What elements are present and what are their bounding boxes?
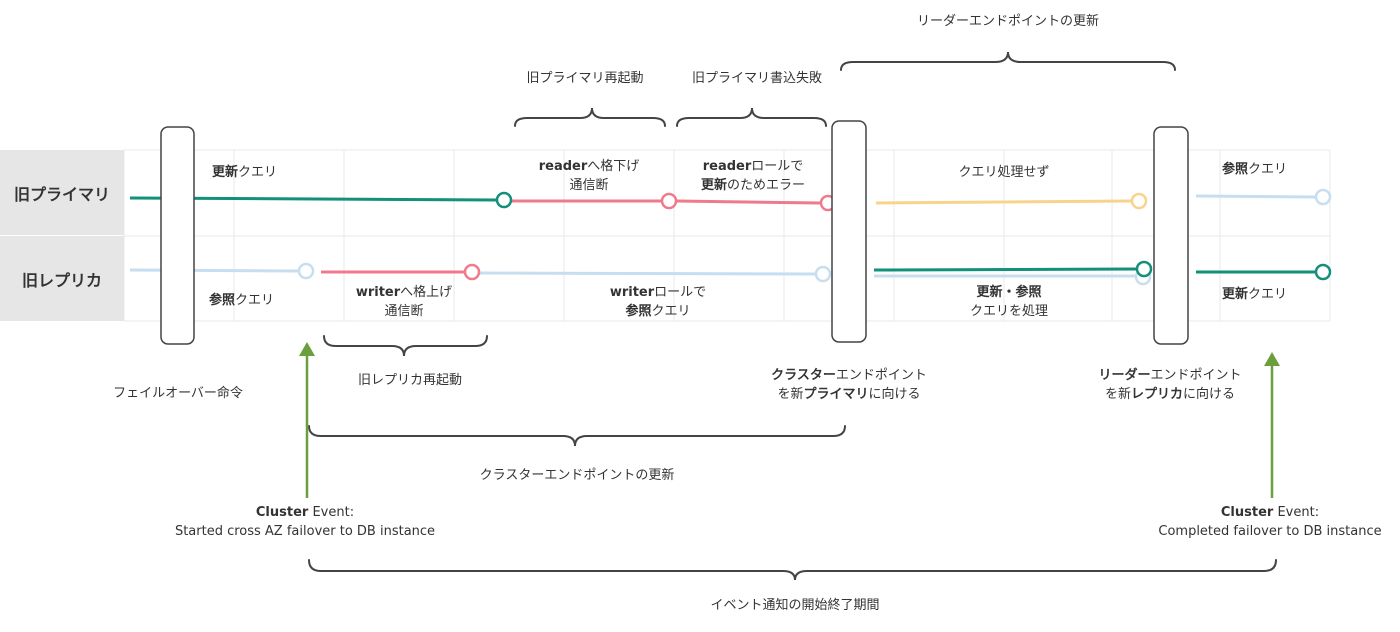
label-bold: Cluster (1220, 505, 1274, 520)
label-primary-update-query: 更新クエリ (212, 163, 277, 182)
replica-marker (1314, 263, 1332, 281)
label-event-started: Cluster Event: Started cross AZ failover … (175, 503, 435, 541)
label-text: ロールで (654, 285, 707, 300)
label-bold: 参照 (1222, 162, 1249, 177)
label-replica-read-query: 参照クエリ (209, 291, 274, 310)
label-text: へ格上げ (400, 285, 453, 300)
label-bold: 更新 (1222, 287, 1249, 302)
label-reader-endpoint-update: リーダーエンドポイントの更新 (916, 14, 1100, 29)
replica-marker (297, 262, 315, 280)
label-bold: プライマリ (803, 387, 869, 402)
brace-cluster-endpoint-update (308, 425, 846, 447)
label-bold: クラスター (771, 368, 836, 383)
primary-marker (1130, 192, 1148, 210)
label-primary-read-query: 参照クエリ (1222, 160, 1287, 179)
label-bold: リーダー (1098, 368, 1151, 383)
replica-read-line (129, 268, 299, 273)
label-cluster-endpoint-update: クラスターエンドポイントの更新 (479, 468, 675, 483)
label-bold: reader (538, 159, 588, 174)
label-no-query-processing: クエリ処理せず (958, 165, 1050, 180)
replica-row-lines (129, 267, 1315, 278)
label-writer-promote: writerへ格上げ通信断 (356, 283, 452, 321)
label-bold: 参照 (625, 304, 652, 319)
label-old-primary-restart: 旧プライマリ再起動 (526, 71, 644, 86)
label-text: 通信断 (384, 304, 424, 319)
label-text: クエリ (651, 304, 691, 319)
label-reader-endpoint-to-replica: リーダーエンドポイントを新レプリカに向ける (1098, 366, 1241, 404)
label-bold: 参照 (209, 293, 236, 308)
label-update-read-processing: 更新・参照クエリを処理 (970, 283, 1048, 321)
event-bars (160, 120, 1189, 345)
label-text: を新 (777, 387, 804, 402)
label-bold: 更新 (212, 165, 239, 180)
label-bold: writer (355, 285, 401, 300)
replica-row-markers (297, 260, 1332, 286)
replica-marker (814, 265, 832, 283)
label-cluster-endpoint-to-primary: クラスターエンドポイントを新プライマリに向ける (771, 366, 927, 404)
label-reader-role-error: readerロールで更新のためエラー (701, 157, 805, 195)
label-text: のためエラー (727, 178, 806, 193)
label-text: ロールで (751, 159, 804, 174)
label-bold: writer (609, 285, 655, 300)
primary-marker (495, 191, 513, 209)
brace-event-period (308, 559, 1277, 581)
primary-read-line (1195, 194, 1316, 199)
brace-reader-endpoint-update (840, 51, 1176, 71)
primary-marker (1314, 188, 1332, 206)
label-text: に向ける (1183, 387, 1236, 402)
primary-idle-line (875, 199, 1132, 205)
label-text: Event: (1273, 505, 1320, 520)
primary-error-line (676, 199, 821, 205)
label-text: クエリ (1248, 162, 1288, 177)
label-reader-demote: readerへ格下げ通信断 (539, 157, 640, 195)
label-old-replica-restart: 旧レプリカ再起動 (357, 373, 463, 388)
replica-marker (1135, 260, 1153, 278)
replica-update-read-line (873, 267, 1137, 272)
reader-endpoint-bar (1153, 126, 1189, 345)
label-text: クエリ (238, 165, 278, 180)
braces (308, 51, 1277, 581)
label-text: へ格下げ (587, 159, 640, 174)
label-bold: 更新 (700, 178, 727, 193)
primary-marker (660, 192, 678, 210)
label-text: クエリを処理 (969, 304, 1049, 319)
label-text: を新 (1104, 387, 1131, 402)
cluster-endpoint-bar (831, 120, 867, 343)
label-bold: レプリカ (1130, 387, 1183, 402)
label-text: Started cross AZ failover to DB instance (174, 524, 436, 539)
label-writer-role-read: writerロールで参照クエリ (610, 283, 706, 321)
label-bold: 更新・参照 (976, 285, 1042, 300)
event-completed-arrowhead (1264, 352, 1280, 366)
primary-row-markers (495, 188, 1332, 212)
event-arrows (299, 342, 1280, 498)
replica-writer-read-line (479, 271, 816, 276)
replica-marker (463, 263, 481, 281)
failover-command-bar (160, 126, 195, 345)
label-text: クエリ (1248, 287, 1288, 302)
event-started-arrowhead (299, 342, 315, 356)
label-failover-command: フェイルオーバー命令 (113, 386, 243, 401)
label-event-completed: Cluster Event: Completed failover to DB i… (1158, 503, 1381, 541)
label-old-primary-write-fail: 旧プライマリ書込失敗 (691, 71, 823, 86)
label-text: 通信断 (569, 178, 609, 193)
label-bold: Cluster (255, 505, 309, 520)
timeline-grid (123, 149, 1331, 322)
label-text: エンドポイント (1150, 368, 1242, 383)
label-replica-update-query: 更新クエリ (1222, 285, 1287, 304)
label-event-period: イベント通知の開始終了期間 (710, 598, 880, 613)
label-text: Completed failover to DB instance (1158, 524, 1382, 539)
label-text: クエリ (235, 293, 275, 308)
label-bold: reader (702, 159, 752, 174)
row-label-old-primary: 旧プライマリ (0, 150, 124, 235)
label-text: に向ける (868, 387, 921, 402)
label-text: エンドポイント (835, 368, 927, 383)
brace-old-primary-restart (514, 107, 666, 127)
row-label-old-replica: 旧レプリカ (0, 236, 124, 321)
label-text: Event: (308, 505, 355, 520)
brace-old-replica-restart (323, 335, 488, 357)
brace-old-primary-write-fail (676, 107, 827, 127)
